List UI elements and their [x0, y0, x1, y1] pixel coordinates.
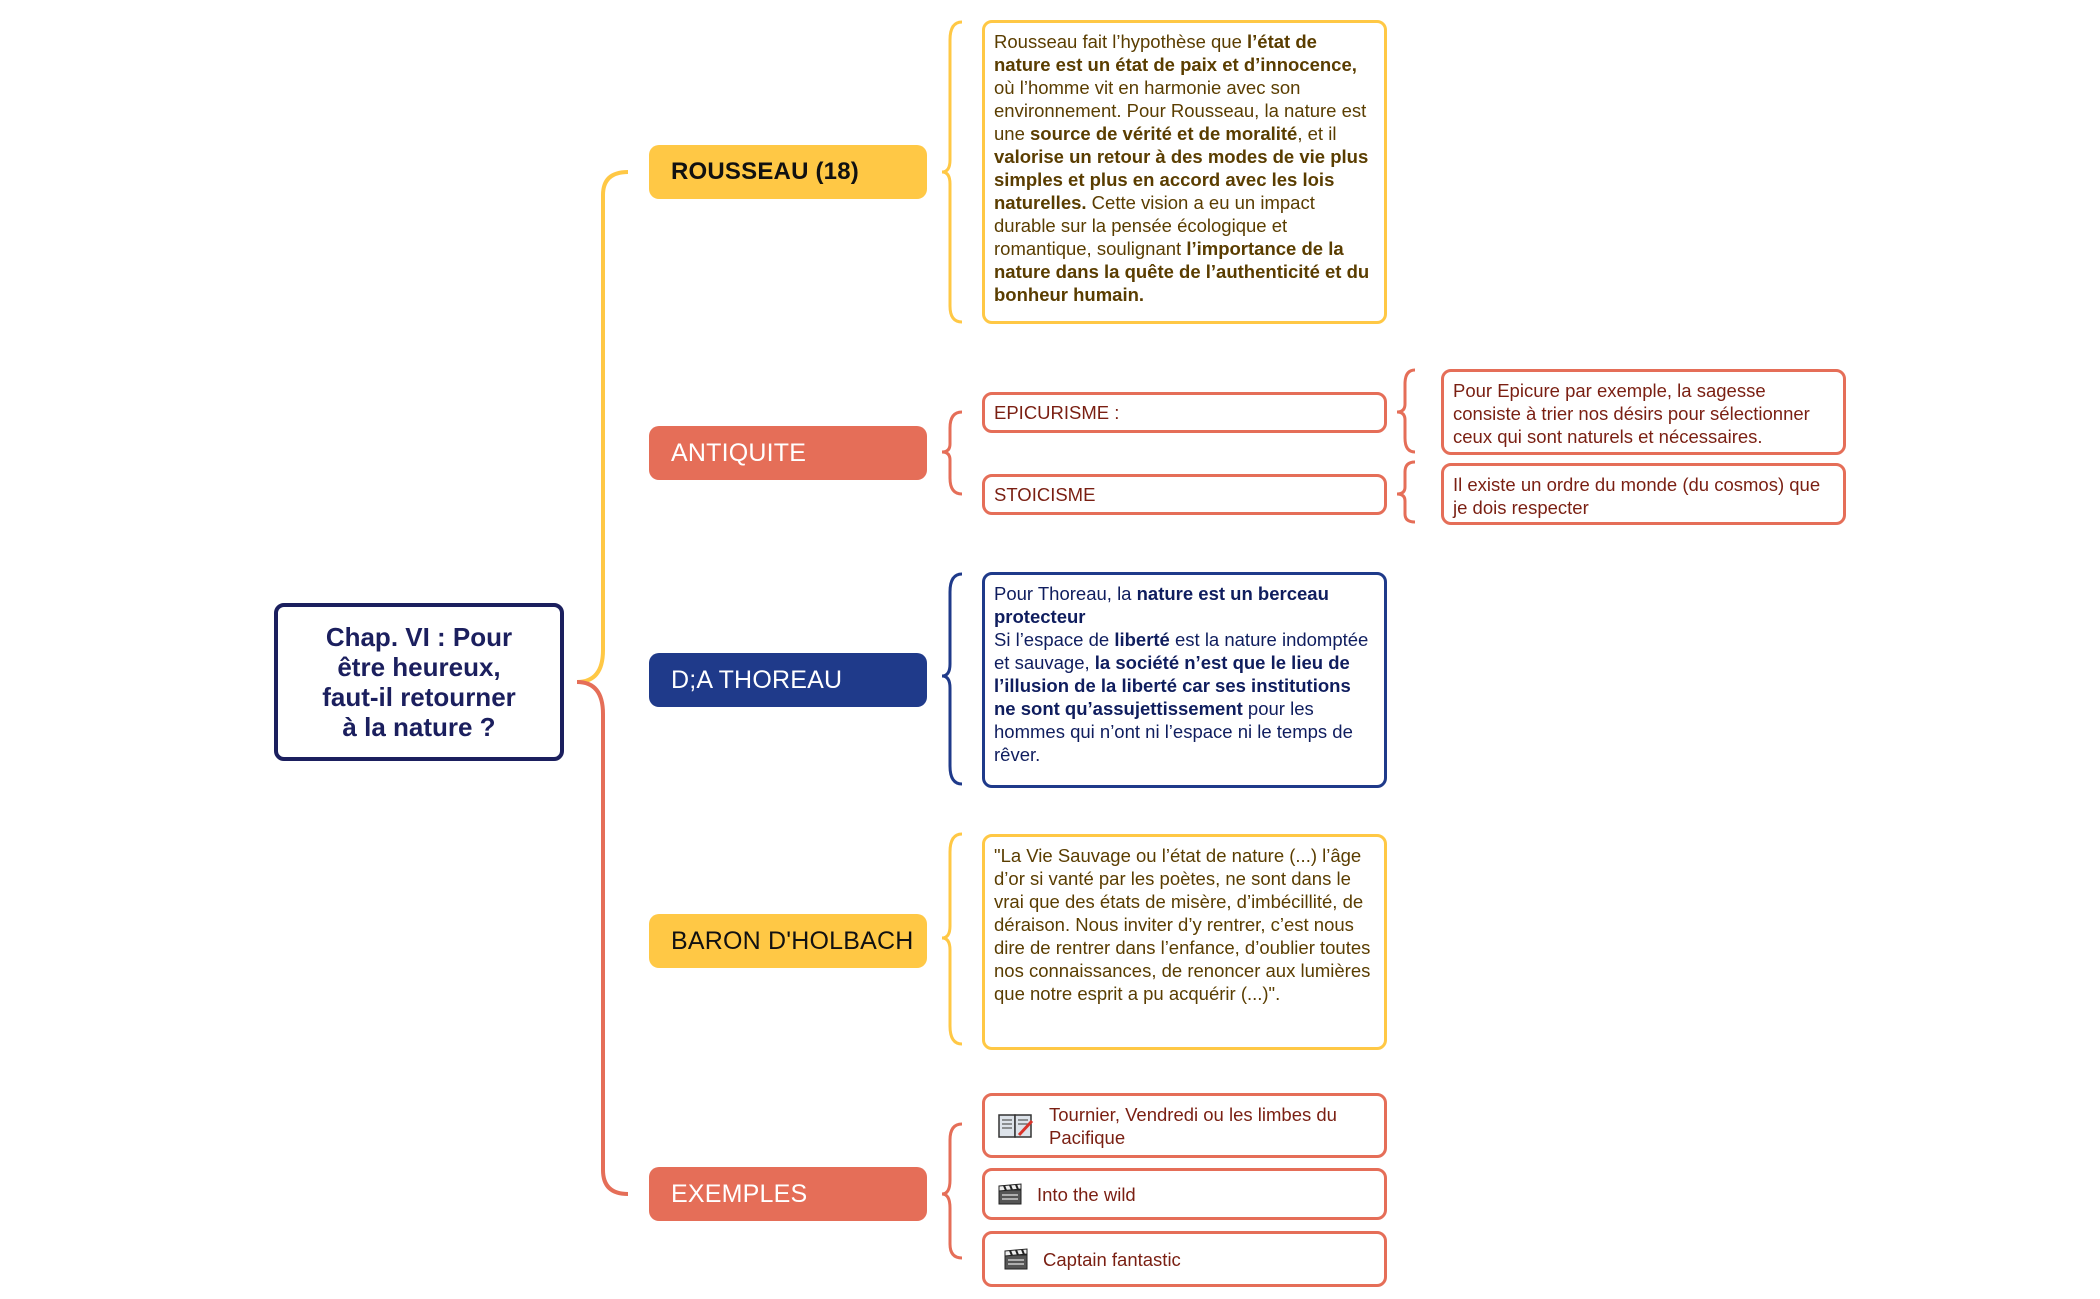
- branch-exemples-label: EXEMPLES: [671, 1179, 808, 1208]
- note-emphasis: liberté: [1114, 629, 1170, 650]
- bracket-exemples: [941, 1122, 963, 1260]
- stoicisme-node[interactable]: STOICISME: [982, 474, 1387, 515]
- note-emphasis: l’état de nature est un état de paix et …: [994, 31, 1357, 75]
- epicurisme-note[interactable]: Pour Epicure par exemple, la sagesse con…: [1441, 369, 1846, 455]
- branch-thoreau-label: D;A THOREAU: [671, 665, 843, 694]
- branch-rousseau-label: ROUSSEAU (18): [671, 158, 859, 185]
- note-text: , et il: [1297, 123, 1337, 144]
- note-emphasis: la société n’est que le lieu de l’illusi…: [994, 652, 1351, 719]
- stoicisme-label: STOICISME: [994, 484, 1096, 505]
- branch-rousseau[interactable]: ROUSSEAU (18): [649, 145, 927, 199]
- rousseau-note[interactable]: Rousseau fait l’hypothèse que l’état de …: [982, 20, 1387, 324]
- note-text: pour les hommes qui n’ont ni l’espace ni…: [994, 698, 1353, 765]
- branch-holbach[interactable]: BARON D'HOLBACH: [649, 914, 927, 968]
- stoicisme-note[interactable]: Il existe un ordre du monde (du cosmos) …: [1441, 463, 1846, 525]
- example-text: Captain fantastic: [1043, 1248, 1181, 1270]
- bracket-holbach: [941, 832, 963, 1046]
- note-emphasis: source de vérité et de moralité: [1030, 123, 1298, 144]
- thoreau-note[interactable]: Pour Thoreau, la nature est un berceau p…: [982, 572, 1387, 788]
- note-text: Pour Thoreau, la: [994, 583, 1137, 604]
- branch-exemples[interactable]: EXEMPLES: [649, 1167, 927, 1221]
- example-item[interactable]: Tournier, Vendredi ou les limbes du Paci…: [982, 1093, 1387, 1158]
- clapperboard-icon: [997, 1182, 1023, 1206]
- note-emphasis: l’importance de la nature dans la quête …: [994, 238, 1370, 305]
- connector-rousseau: [576, 170, 629, 684]
- note-text: où l’homme vit en harmonie avec son envi…: [994, 77, 1367, 144]
- note-text: Cette vision a eu un impact durable sur …: [994, 192, 1315, 259]
- bracket-rousseau: [941, 20, 963, 324]
- central-topic[interactable]: Chap. VI : Pour être heureux, faut-il re…: [274, 603, 564, 761]
- note-text: Rousseau fait l’hypothèse que: [994, 31, 1248, 52]
- central-line: faut-il retourner: [322, 682, 516, 712]
- note-text: "La Vie Sauvage ou l’état de nature (...…: [994, 845, 1371, 1004]
- bracket-stoicisme: [1396, 460, 1416, 524]
- book-icon: [997, 1111, 1035, 1141]
- note-emphasis: valorise un retour à des modes de vie pl…: [994, 146, 1369, 213]
- example-text: Tournier, Vendredi ou les limbes du Paci…: [1049, 1103, 1337, 1148]
- branch-antiquite-label: ANTIQUITE: [671, 438, 807, 467]
- central-line: Chap. VI : Pour: [325, 622, 513, 652]
- holbach-note[interactable]: "La Vie Sauvage ou l’état de nature (...…: [982, 834, 1387, 1050]
- central-title: Chap. VI : Pour être heureux, faut-il re…: [322, 622, 516, 742]
- note-emphasis: nature est un berceau protecteur: [994, 583, 1329, 627]
- central-line: être heureux,: [337, 652, 501, 682]
- clapperboard-icon: [1003, 1247, 1029, 1271]
- note-text: Si l’espace de: [994, 629, 1115, 650]
- bracket-epicurisme: [1396, 368, 1416, 454]
- epicurisme-label: EPICURISME :: [994, 402, 1120, 423]
- branch-thoreau[interactable]: D;A THOREAU: [649, 653, 927, 707]
- central-line: à la nature ?: [342, 712, 496, 742]
- note-text: Il existe un ordre du monde (du cosmos) …: [1453, 474, 1821, 518]
- bracket-thoreau: [941, 572, 963, 786]
- connector-antiquite: [576, 680, 629, 1196]
- branch-holbach-label: BARON D'HOLBACH: [671, 926, 914, 955]
- note-text: Pour Epicure par exemple, la sagesse con…: [1453, 380, 1810, 447]
- example-item[interactable]: Captain fantastic: [982, 1231, 1387, 1287]
- epicurisme-node[interactable]: EPICURISME :: [982, 392, 1387, 433]
- bracket-antiquite: [941, 410, 963, 496]
- example-item[interactable]: Into the wild: [982, 1168, 1387, 1220]
- note-text: est la nature indomptée et sauvage,: [994, 629, 1369, 673]
- example-text: Into the wild: [1037, 1183, 1136, 1205]
- branch-antiquite[interactable]: ANTIQUITE: [649, 426, 927, 480]
